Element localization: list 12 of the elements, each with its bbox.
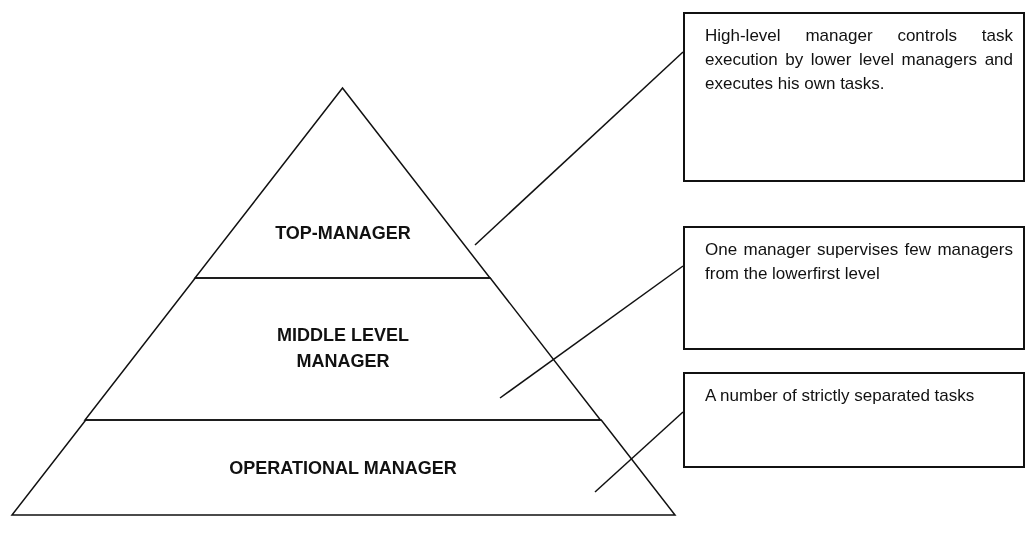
leader-line [499, 265, 684, 399]
note-box [683, 226, 1025, 350]
level-label: OPERATIONAL MANAGER [228, 457, 458, 480]
note-text: A number of strictly separated tasks [705, 385, 976, 407]
note-box [683, 12, 1025, 182]
level-label: MIDDLE LEVEL MANAGER [275, 324, 410, 373]
leader-line [474, 51, 684, 246]
note-text: One manager supervises few managers from the lowerfirst level [705, 239, 1013, 285]
note-text: High-level manager controls task execution by lower level managers and executes his own tasks. [705, 25, 1013, 95]
leader-line [594, 411, 684, 493]
level-label: TOP-MANAGER [274, 222, 412, 245]
note-box [683, 372, 1025, 468]
